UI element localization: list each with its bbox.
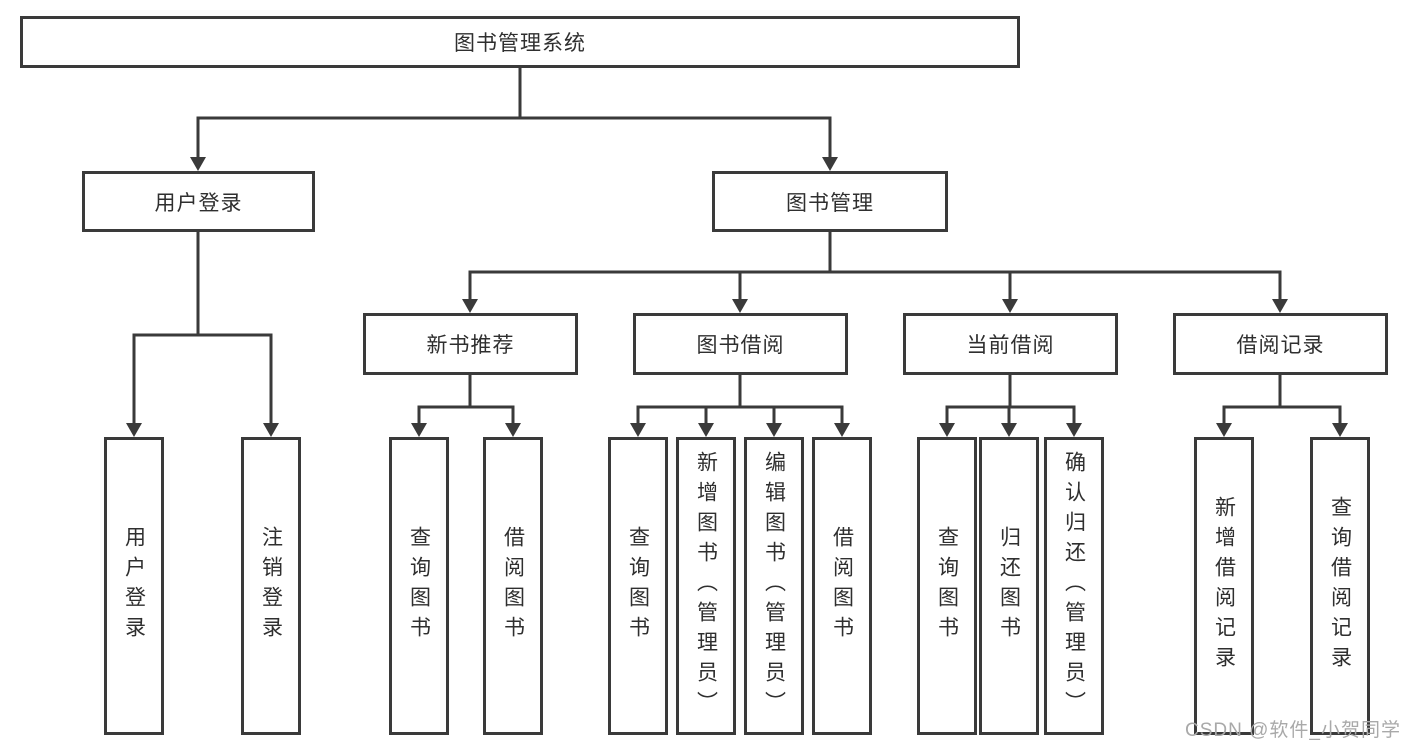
leaf-query-books-current: 查询图书 (917, 437, 977, 735)
node-current-borrow: 当前借阅 (903, 313, 1118, 375)
arrow-down-icon (939, 423, 1082, 437)
connector-root-to-level2 (196, 68, 832, 158)
arrow-down-icon (462, 299, 1288, 313)
connector-currentborrow-to-leaves (945, 375, 1076, 424)
leaf-query-books-recommend: 查询图书 (389, 437, 449, 735)
leaf-query-borrow-record: 查询借阅记录 (1310, 437, 1370, 735)
arrow-down-icon (126, 423, 279, 437)
node-borrow-records: 借阅记录 (1173, 313, 1388, 375)
leaf-logout: 注销登录 (241, 437, 301, 735)
connector-newbook-to-leaves (417, 375, 515, 424)
connector-records-to-leaves (1222, 375, 1342, 424)
leaf-return-books: 归还图书 (979, 437, 1039, 735)
leaf-query-books-borrow: 查询图书 (608, 437, 668, 735)
arrow-down-icon (630, 423, 850, 437)
leaf-user-login: 用户登录 (104, 437, 164, 735)
connector-bookborrow-to-leaves (636, 375, 844, 424)
leaf-borrow-books-recommend: 借阅图书 (483, 437, 543, 735)
node-user-login: 用户登录 (82, 171, 315, 232)
leaf-edit-books-admin: 编辑图书（管理员） (744, 437, 804, 735)
arrow-down-icon (411, 423, 521, 437)
leaf-confirm-return-admin: 确认归还（管理员） (1044, 437, 1104, 735)
node-book-management: 图书管理 (712, 171, 948, 232)
connector-bookmgmt-to-level3 (468, 232, 1282, 300)
arrow-down-icon (1216, 423, 1348, 437)
arrow-down-icon (190, 157, 838, 171)
csdn-watermark: CSDN @软件_小贺同学 (1185, 720, 1401, 741)
leaf-borrow-books: 借阅图书 (812, 437, 872, 735)
node-book-borrow: 图书借阅 (633, 313, 848, 375)
leaf-add-books-admin: 新增图书（管理员） (676, 437, 736, 735)
node-new-book-recommend: 新书推荐 (363, 313, 578, 375)
connector-userlogin-to-leaves (132, 232, 273, 424)
leaf-add-borrow-record: 新增借阅记录 (1194, 437, 1254, 735)
node-root-library-system: 图书管理系统 (20, 16, 1020, 68)
